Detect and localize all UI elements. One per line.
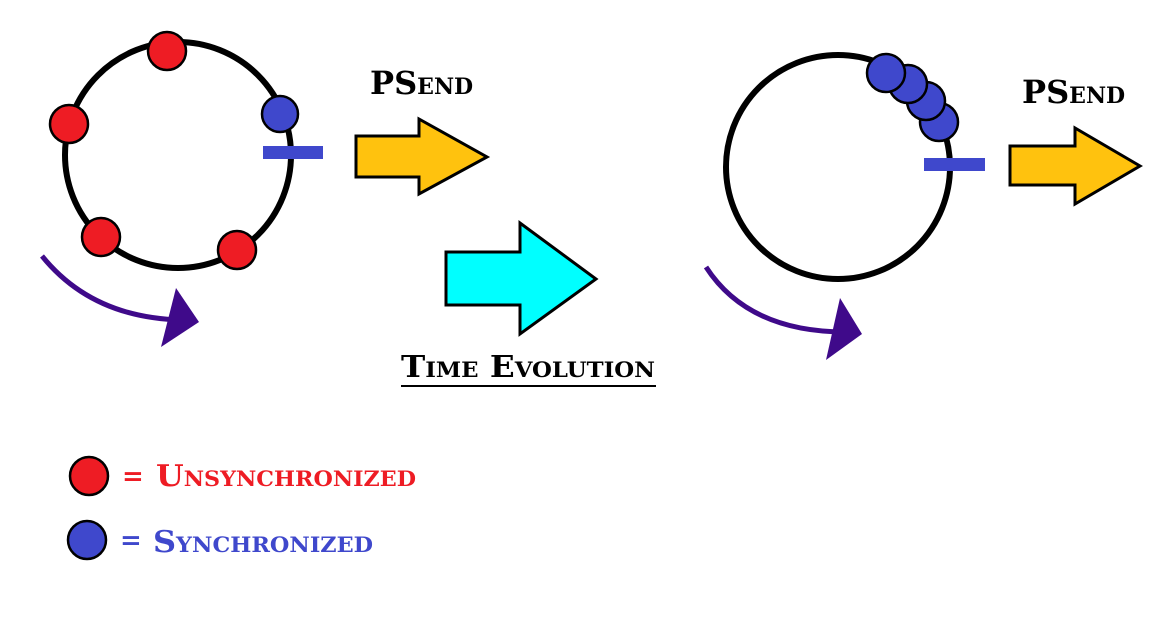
left-ring-group [48, 30, 323, 271]
synchronized-node [865, 52, 907, 94]
legend-synchronized-equals: = [120, 526, 142, 556]
curved-arrow-icon [40, 254, 183, 323]
unsynchronized-node [216, 229, 258, 271]
unsynchronized-node [80, 216, 122, 258]
psend-arrow-right [1008, 125, 1143, 207]
left-rotation-arrow [40, 254, 199, 347]
legend-unsynchronized-label: Unsynchronized [156, 459, 416, 494]
legend: = Unsynchronized = Synchronized [66, 455, 416, 561]
time-evolution-arrow [444, 220, 599, 337]
unsynchronized-node [48, 103, 90, 145]
send-threshold-marker [263, 146, 323, 159]
legend-unsynchronized-swatch [68, 455, 110, 497]
time-evolution-label: Time Evolution [401, 350, 655, 385]
right-ring-group [723, 52, 985, 282]
curved-arrow-icon [703, 265, 847, 335]
psend-label-left: PSend [370, 64, 473, 102]
right-rotation-arrow [703, 265, 862, 360]
legend-synchronized-label: Synchronized [153, 525, 373, 560]
unsynchronized-node [146, 30, 188, 72]
psend-label-right: PSend [1022, 73, 1125, 111]
synchronized-node [260, 94, 300, 134]
legend-unsynchronized-equals: = [122, 462, 144, 492]
curved-arrow-head [161, 288, 199, 347]
legend-synchronized-swatch [66, 519, 108, 561]
send-threshold-marker [924, 158, 985, 171]
curved-arrow-head [826, 298, 862, 360]
psend-arrow-left [354, 116, 491, 197]
